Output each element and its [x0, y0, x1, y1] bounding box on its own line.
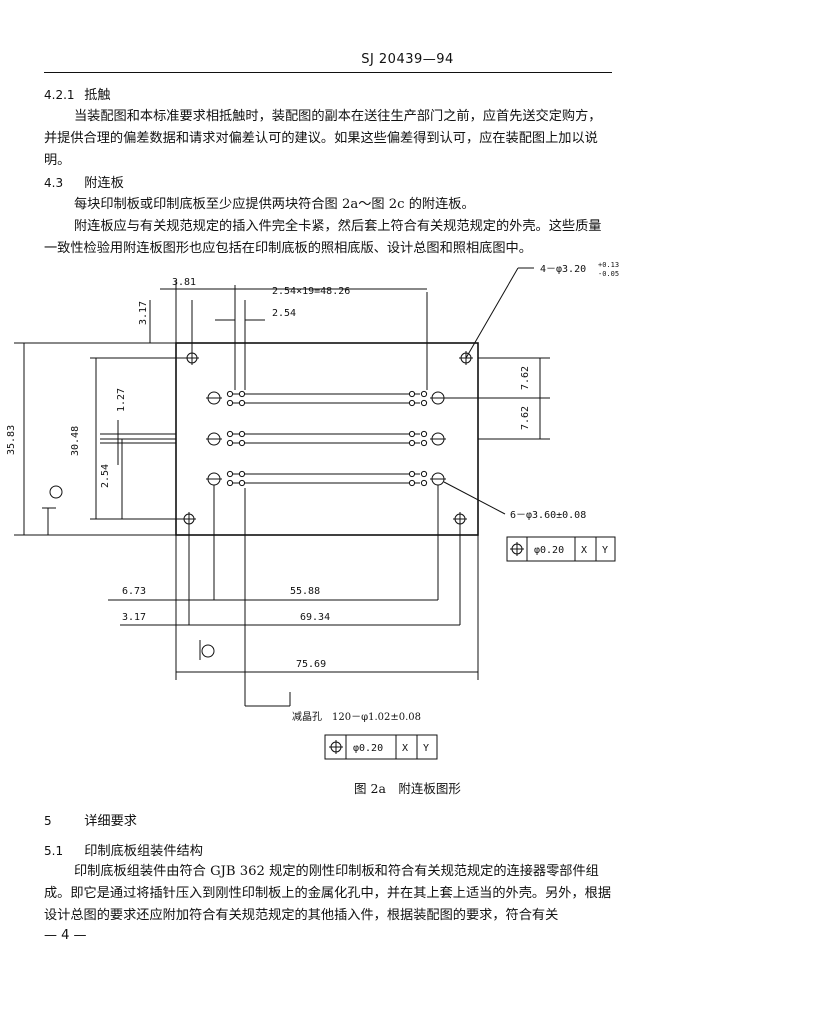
pin-hole	[226, 430, 234, 438]
pin-hole	[238, 430, 246, 438]
paragraph-5-1: 印制底板组装件由符合 GJB 362 规定的刚性印制板和符合有关规范规定的连接器…	[44, 864, 612, 923]
fcf-bottom-datum-x: X	[402, 743, 408, 754]
dim-3-17-top: 3.17	[138, 301, 149, 325]
dim-35-83: 35.83	[6, 425, 17, 455]
dim-3-17-bottom: 3.17	[122, 612, 146, 623]
dim-4-holes: 4－φ3.20	[540, 264, 586, 275]
pin-hole	[226, 439, 234, 447]
pin-hole	[408, 470, 416, 478]
dim-6-holes: 6－φ3.60±0.08	[510, 510, 586, 521]
section-number: 5.1	[44, 844, 64, 858]
dim-7-62-b: 7.62	[520, 406, 531, 430]
section-number: 5	[44, 814, 52, 828]
pin-hole	[408, 430, 416, 438]
page-number: — 4 —	[44, 928, 87, 943]
section-5-heading: 5 详细要求	[44, 810, 137, 829]
fcf-bottom-tolerance: φ0.20	[353, 743, 383, 754]
dim-7-62-a: 7.62	[520, 366, 531, 390]
plated-hole-note: 减晶孔 120－φ1.02±0.08	[292, 711, 421, 723]
pin-hole	[226, 470, 234, 478]
pin-hole	[408, 399, 416, 407]
pin-hole	[238, 470, 246, 478]
pin-hole	[226, 390, 234, 398]
pin-hole	[420, 470, 428, 478]
section-5-1-heading: 5.1 印制底板组装件结构	[44, 840, 203, 859]
section-number: 4.2.1	[44, 88, 75, 102]
dim-pitch: 2.54×19=48.26	[272, 286, 350, 297]
pin-hole	[226, 479, 234, 487]
pin-hole	[238, 390, 246, 398]
coupon-drawing: 3.81 3.17 2.54×19=48.26 2.54 4－φ3.20 +0.…	[6, 261, 619, 760]
pin-hole	[408, 439, 416, 447]
header-rule	[44, 72, 612, 73]
fcf-right-datum-x: X	[581, 545, 587, 556]
fcf-bottom-frame	[324, 734, 438, 760]
section-number: 4.3	[44, 176, 64, 190]
dim-55-88: 55.88	[290, 586, 320, 597]
mounting-holes	[182, 351, 473, 526]
section-title: 详细要求	[84, 814, 137, 829]
section-title: 抵触	[84, 88, 111, 103]
dim-2-54-left: 2.54	[100, 464, 111, 488]
pin-hole	[238, 479, 246, 487]
tol-lower: -0.05	[598, 270, 619, 278]
section-4-2-1-heading: 4.2.1 抵触	[44, 84, 111, 103]
tol-upper: +0.13	[598, 261, 619, 269]
dim-30-48: 30.48	[70, 426, 81, 456]
section-title: 附连板	[84, 176, 124, 191]
pin-hole	[420, 479, 428, 487]
fcf-bottom-datum-y: Y	[423, 743, 429, 754]
fcf-right-datum-y: Y	[602, 545, 608, 556]
figure-caption: 图 2a 附连板图形	[354, 781, 461, 796]
dim-69-34: 69.34	[300, 612, 330, 623]
fcf-right-tolerance: φ0.20	[534, 545, 564, 556]
pin-hole	[420, 399, 428, 407]
section-title: 印制底板组装件结构	[84, 844, 203, 859]
pin-hole	[408, 390, 416, 398]
pin-hole	[238, 399, 246, 407]
paragraph-4-3-a: 每块印制板或印制底板至少应提供两块符合图 2a～图 2c 的附连板。	[74, 197, 475, 212]
pin-hole	[238, 439, 246, 447]
dim-1-27: 1.27	[116, 388, 127, 412]
paragraph-4-2-1: 当装配图和本标准要求相抵触时，装配图的副本在送往生产部门之前，应首先送交定购方，…	[44, 109, 602, 168]
page-header: SJ 20439—94	[361, 52, 454, 67]
pin-hole	[408, 479, 416, 487]
conductor-rows	[100, 393, 420, 484]
paragraph-4-3-b: 附连板应与有关规范规定的插入件完全卡紧，然后套上符合有关规范规定的外壳。这些质量…	[44, 219, 602, 256]
dim-3-81: 3.81	[172, 277, 196, 288]
pin-hole	[420, 390, 428, 398]
dim-6-73: 6.73	[122, 586, 146, 597]
pin-hole	[420, 430, 428, 438]
pin-hole	[226, 399, 234, 407]
section-4-3-heading: 4.3 附连板	[44, 172, 124, 191]
dim-2-54-top: 2.54	[272, 308, 296, 319]
fcf-right-frame	[506, 536, 616, 562]
pin-hole	[420, 439, 428, 447]
dim-75-69: 75.69	[296, 659, 326, 670]
